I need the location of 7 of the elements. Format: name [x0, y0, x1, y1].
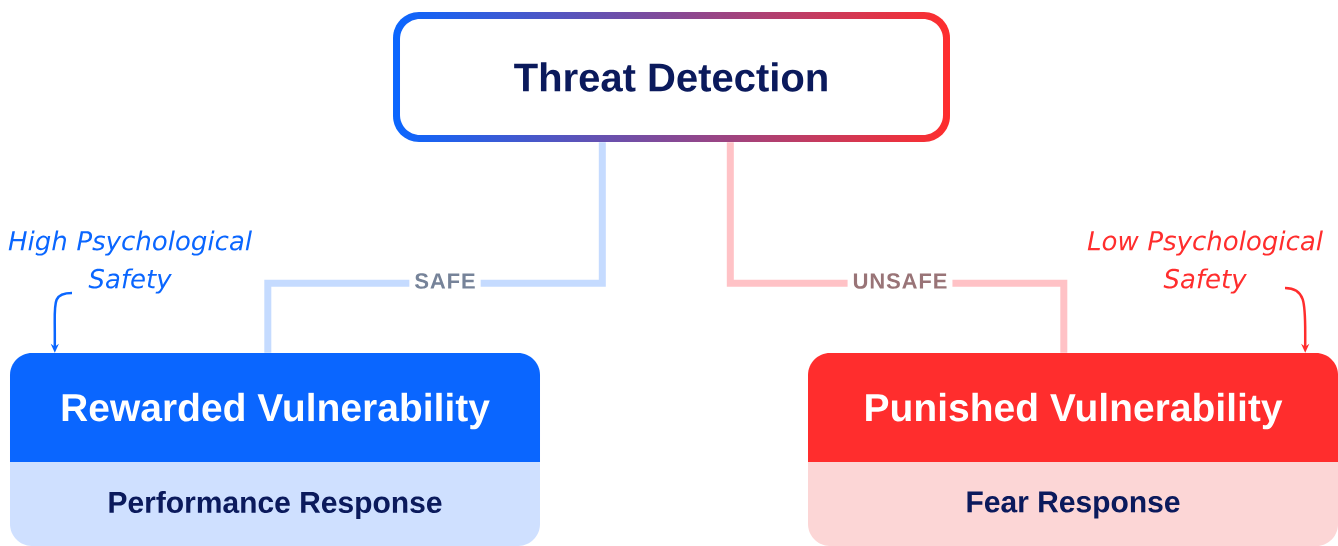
edge-label: SAFE — [409, 268, 481, 294]
header-band: Rewarded Vulnerability — [10, 353, 540, 462]
edge-label: UNSAFE — [847, 268, 953, 294]
title-box: Threat Detection — [400, 19, 943, 135]
header-band: Punished Vulnerability — [808, 353, 1338, 462]
handwritten-note: Low Psychological Safety — [1087, 230, 1323, 294]
handwritten-note: High Psychological Safety — [8, 230, 252, 294]
